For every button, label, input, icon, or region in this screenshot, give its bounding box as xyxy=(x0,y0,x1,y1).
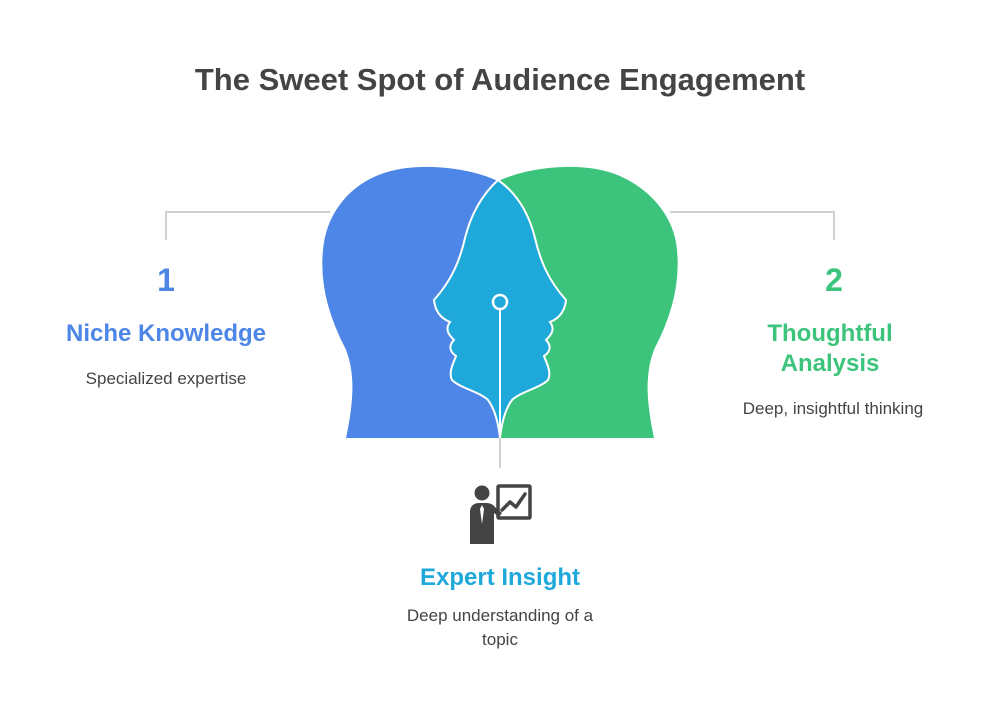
right-heading-line1: Thoughtful xyxy=(767,320,893,347)
green-head xyxy=(498,165,679,438)
right-heading: Thoughtful Analysis xyxy=(700,319,960,379)
left-connector-line xyxy=(165,211,330,240)
left-description: Specialized expertise xyxy=(85,369,247,388)
right-description: Deep, insightful thinking xyxy=(742,399,924,418)
center-description: Deep understanding of a topic xyxy=(340,604,660,652)
center-description-line1: Deep understanding of a xyxy=(406,606,594,625)
right-connector-line xyxy=(670,211,835,240)
right-heading-line2: Analysis xyxy=(780,350,880,377)
left-number: 1 xyxy=(157,262,175,298)
blue-head xyxy=(321,165,500,438)
center-description-line2: topic xyxy=(482,630,518,649)
page-title: The Sweet Spot of Audience Engagement xyxy=(194,62,806,97)
center-heading: Expert Insight xyxy=(419,564,581,591)
presenter-chart-icon xyxy=(464,482,536,548)
left-heading: Niche Knowledge xyxy=(65,320,267,347)
right-number: 2 xyxy=(825,262,843,298)
blue-head-outline xyxy=(320,164,499,439)
green-head-outline xyxy=(497,164,680,439)
center-pin xyxy=(491,293,509,311)
